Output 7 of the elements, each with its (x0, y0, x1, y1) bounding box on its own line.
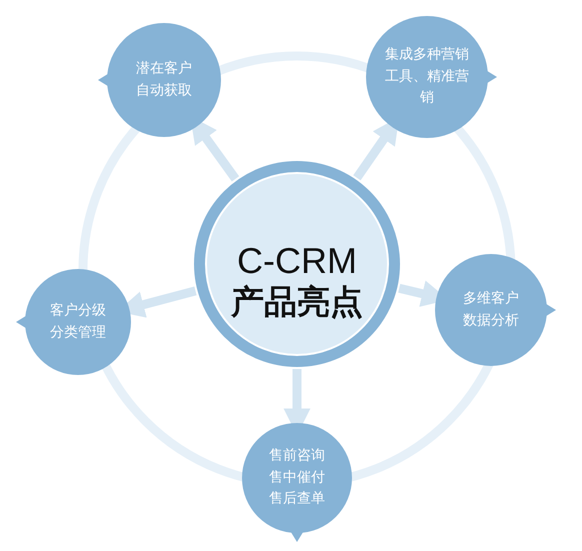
bubble-text: 潜在客户自动获取 (135, 59, 193, 100)
bubble-text: 多维客户数据分析 (462, 289, 520, 330)
bubble-text: 客户分级分类管理 (49, 301, 107, 342)
center-title: C-CRM (236, 240, 358, 282)
center-subtitle: 产品亮点 (230, 281, 364, 323)
bubble-text: 集成多种营销工具、精准营销 (384, 45, 470, 108)
bubble-text: 售前咨询售中催付售后查单 (268, 446, 326, 509)
